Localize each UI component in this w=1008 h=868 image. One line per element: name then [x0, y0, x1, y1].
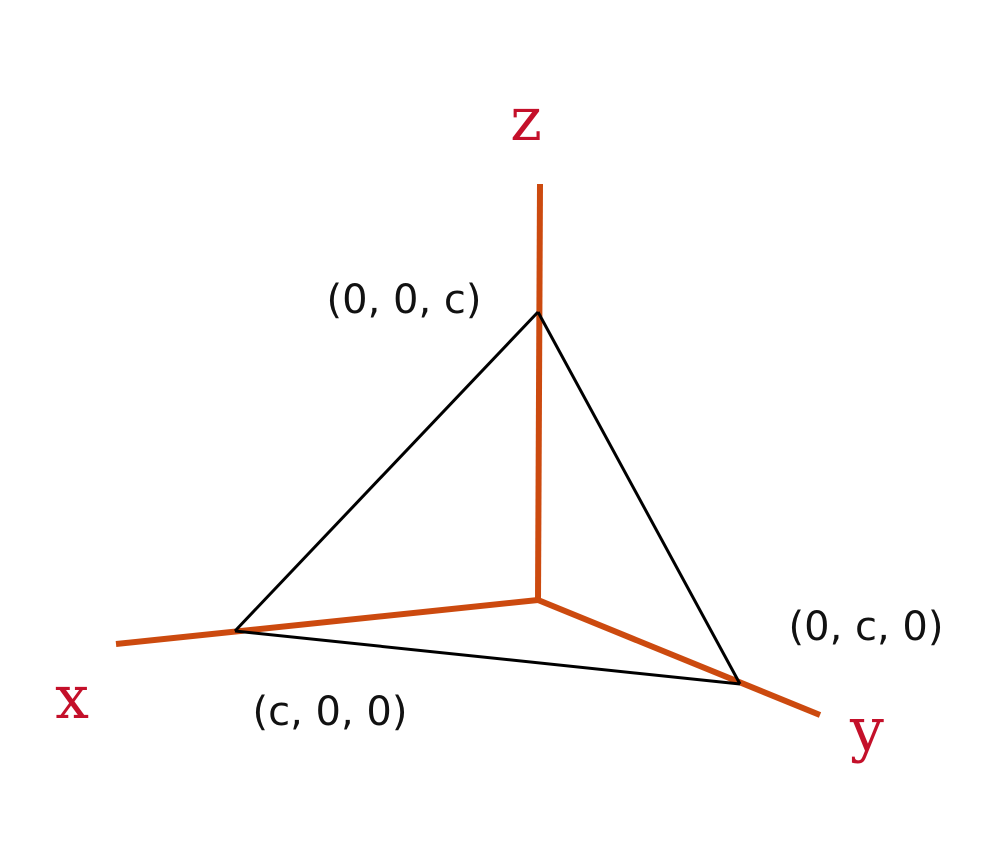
edge-z-to-x [233, 310, 540, 633]
y-intercept-label: (0, c, 0) [789, 604, 944, 650]
z-axis-label: z [510, 85, 542, 155]
y-axis-label: y [849, 695, 884, 765]
plane-triangle [233, 310, 742, 686]
edge-x-to-y [234, 629, 741, 686]
x-axis-label: x [55, 663, 89, 733]
z-axis [535, 183, 543, 601]
x-axis [115, 597, 539, 647]
z-intercept-label: (0, 0, c) [327, 277, 482, 323]
x-intercept-label: (c, 0, 0) [253, 689, 408, 735]
y-axis [536, 597, 822, 718]
axes [115, 183, 822, 718]
edge-z-to-y [536, 311, 742, 685]
